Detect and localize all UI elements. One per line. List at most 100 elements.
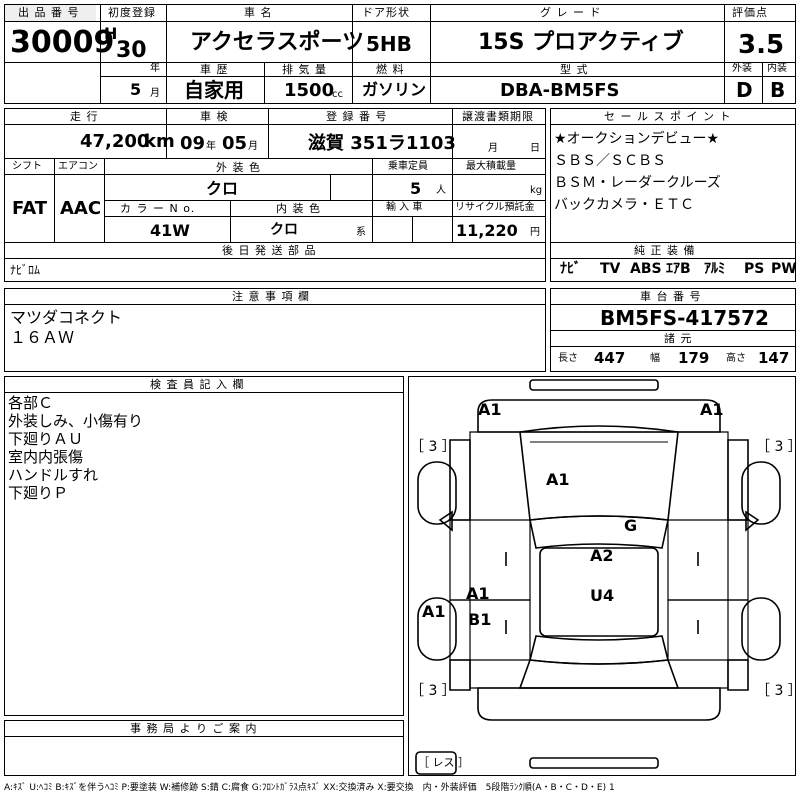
- interior-color-label: 内 装 色: [276, 202, 321, 215]
- mark-roof-g: G: [624, 516, 638, 535]
- sales-point-4: バックカメラ・ＥＴＣ: [554, 197, 694, 213]
- mark-front-right: A1: [700, 400, 724, 419]
- interior-color-unit: 系: [356, 227, 366, 238]
- car-name: アクセラスポーツ: [190, 30, 365, 55]
- score-label: 評価点: [732, 6, 768, 19]
- notes-line-2: １６ＡＷ: [10, 328, 75, 347]
- era-letter: H: [104, 24, 118, 43]
- width: 179: [678, 349, 710, 367]
- score: 3.5: [738, 30, 785, 60]
- transfer-month-unit: 月: [488, 143, 498, 154]
- mileage-label: 走 行: [70, 110, 99, 123]
- legend: A:ｷｽﾞ U:ﾍｺﾐ B:ｷｽﾞを伴うﾍｺﾐ P:要塗装 W:補修跡 S:錆 …: [4, 783, 615, 793]
- mark-roof-a2: A2: [590, 546, 614, 565]
- history: 自家用: [184, 78, 244, 102]
- door-type: 5HB: [366, 32, 412, 56]
- chassis-label: 車 台 番 号: [640, 290, 702, 303]
- max-load-label: 最大積載量: [466, 161, 516, 172]
- mark-side-b1: B1: [468, 610, 492, 629]
- height: 147: [758, 349, 790, 367]
- later-parts: ﾅﾋﾞﾛﾑ: [10, 263, 41, 277]
- sales-points-label: セ ー ル ス ポ イ ン ト: [604, 110, 732, 123]
- sales-point-2: ＳＢＳ／ＳＣＢＳ: [554, 153, 666, 169]
- inspection-year: 09: [180, 133, 206, 154]
- mileage: 47,200: [80, 131, 150, 152]
- recycle-label: リサイクル預託金: [455, 202, 535, 213]
- exterior-label: 外装: [732, 63, 752, 74]
- spec-label: 諸 元: [664, 332, 693, 345]
- tire-right-front: ［ 3 ］: [756, 439, 800, 455]
- later-parts-label: 後 日 発 送 部 品: [222, 244, 317, 257]
- inspection-year-unit: 年: [206, 141, 216, 152]
- capacity-unit: 人: [436, 185, 446, 196]
- interior-label: 内装: [767, 63, 787, 74]
- interior-color: クロ: [270, 222, 298, 238]
- height-label: 高さ: [726, 353, 746, 364]
- spare-tire: ［ レス ］: [418, 756, 469, 769]
- notes-section: [4, 288, 546, 372]
- displacement: 1500: [284, 80, 335, 101]
- equip-ps: PS: [744, 261, 765, 277]
- max-load-unit: kg: [530, 185, 543, 196]
- fuel: ガソリン: [362, 80, 427, 99]
- inspection-label: 車 検: [200, 110, 229, 123]
- color-number: 41W: [150, 221, 190, 240]
- inspector-line-3: 下廻りＡＵ: [8, 430, 84, 448]
- lot-number-label: 出 品 番 号: [18, 6, 80, 19]
- mark-roof-u4: U4: [590, 586, 615, 605]
- inspector-line-5: ハンドルすれ: [8, 466, 99, 484]
- mark-hood: A1: [546, 470, 570, 489]
- shift: FAT: [12, 198, 48, 219]
- chassis-number: BM5FS-417572: [600, 306, 769, 330]
- mark-front-left: A1: [478, 400, 502, 419]
- exterior-grade: D: [736, 78, 753, 102]
- office-label: 事 務 局 よ り ご 案 内: [130, 722, 258, 735]
- inspector-line-6: 下廻りＰ: [8, 484, 69, 502]
- plate-label: 登 録 番 号: [326, 110, 388, 123]
- inspector-label: 検 査 員 記 入 欄: [150, 378, 245, 391]
- tire-right-rear: ［ 3 ］: [756, 683, 800, 699]
- lot-number: 30009: [10, 25, 115, 60]
- recycle-unit: 円: [530, 227, 540, 238]
- exterior-color: クロ: [206, 179, 239, 198]
- length: 447: [594, 349, 626, 367]
- inspector-line-2: 外装しみ、小傷有り: [8, 412, 144, 430]
- displacement-unit: cc: [332, 89, 343, 100]
- header-section: [4, 4, 796, 104]
- year-unit: 年: [150, 63, 160, 74]
- inspector-line-4: 室内内張傷: [8, 448, 84, 466]
- equip-alloy: ｱﾙﾐ: [704, 261, 725, 277]
- interior-grade: B: [770, 78, 786, 102]
- recycle-fee: 11,220: [456, 221, 518, 240]
- mark-side-a1: A1: [466, 584, 490, 603]
- history-label: 車 歴: [200, 63, 229, 76]
- first-registration-label: 初度登録: [108, 6, 156, 19]
- tire-left-rear: ［ 3 ］: [410, 683, 456, 699]
- grade-label: グ レ ー ド: [540, 6, 602, 19]
- equip-tv: TV: [600, 261, 621, 277]
- fuel-label: 燃 料: [376, 63, 405, 76]
- equip-pw: PW: [771, 261, 797, 277]
- notes-label: 注 意 事 項 欄: [232, 290, 310, 303]
- month-unit: 月: [150, 88, 160, 99]
- inspector-line-1: 各部Ｃ: [8, 394, 54, 412]
- sales-point-1: ★オークションデビュー★: [554, 131, 720, 147]
- tire-left-front: ［ 3 ］: [410, 439, 456, 455]
- equip-abs: ABS: [630, 261, 662, 277]
- equip-airbag: ｴｱB: [666, 261, 691, 277]
- car-diagram-panel: [408, 376, 796, 776]
- capacity: 5: [410, 179, 422, 198]
- office-section: [4, 720, 404, 776]
- inspection-month: 05: [222, 133, 248, 154]
- genuine-equipment-label: 純 正 装 備: [634, 244, 696, 257]
- vehicle-info-section: [4, 108, 546, 282]
- door-type-label: ドア形状: [362, 6, 410, 19]
- transfer-deadline-label: 譲渡書類期限: [462, 110, 534, 123]
- model-label: 型 式: [560, 63, 589, 76]
- length-label: 長さ: [558, 353, 578, 364]
- transfer-day-unit: 日: [530, 143, 540, 154]
- notes-line-1: マツダコネクト: [10, 308, 123, 327]
- mileage-unit: km: [144, 131, 175, 152]
- car-name-label: 車 名: [244, 6, 273, 19]
